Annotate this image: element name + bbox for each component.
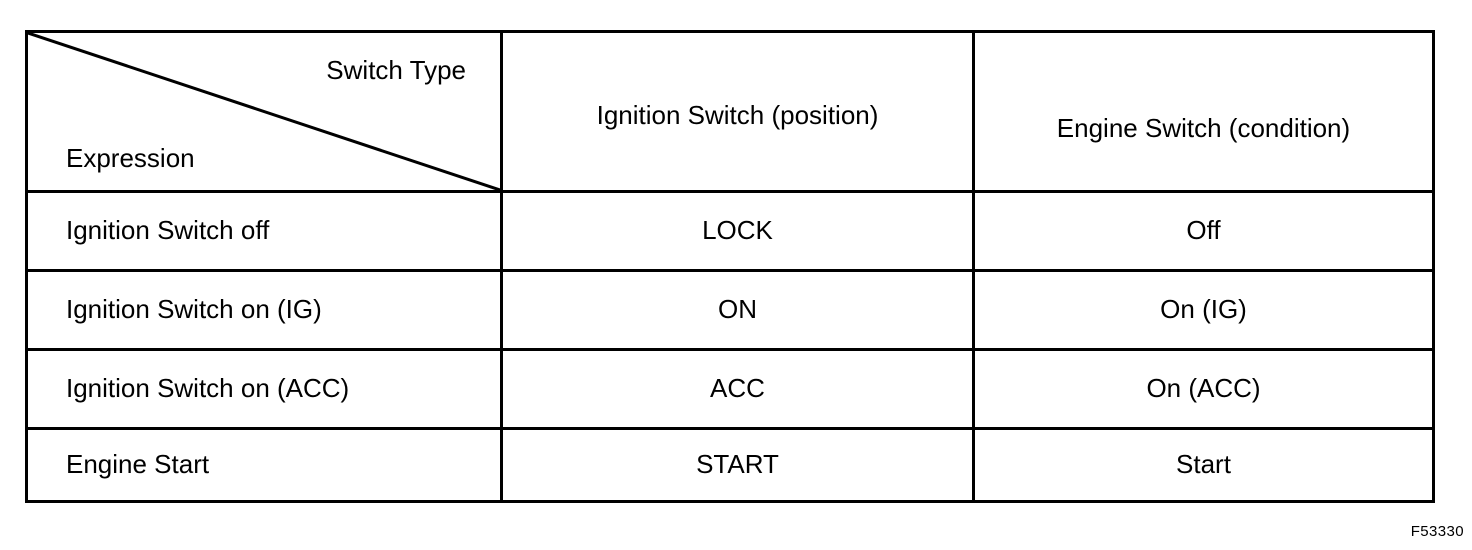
column-divider-1: [500, 33, 503, 500]
figure-reference-code: F53330: [1410, 523, 1464, 540]
row-divider-2: [28, 348, 1432, 351]
table-row-expression: Ignition Switch on (ACC): [66, 373, 350, 404]
table-row-engine-condition: Start: [1176, 449, 1231, 480]
table-row-ignition-position: ON: [718, 294, 757, 325]
table-row-ignition-position: LOCK: [702, 215, 773, 246]
diagonal-split-line: [28, 33, 500, 190]
column-axis-label: Switch Type: [326, 55, 466, 85]
header-corner-cell: Switch Type Expression: [28, 33, 500, 190]
table-row-ignition-position: ACC: [710, 373, 765, 404]
table-row-engine-condition: On (IG): [1160, 294, 1247, 325]
table-row-expression: Ignition Switch off: [66, 215, 270, 246]
table-row-expression: Ignition Switch on (IG): [66, 294, 322, 325]
table-row-engine-condition: Off: [1186, 215, 1221, 246]
row-divider-3: [28, 427, 1432, 430]
table-row-engine-condition: On (ACC): [1146, 373, 1261, 404]
row-divider-1: [28, 269, 1432, 272]
table-row-ignition-position: START: [696, 449, 779, 480]
header-bottom-rule: [28, 190, 1432, 193]
column-header-ignition-switch-position: Ignition Switch (position): [596, 99, 879, 130]
row-axis-label: Expression: [66, 143, 195, 173]
column-divider-2: [972, 33, 975, 500]
table-row-expression: Engine Start: [66, 449, 210, 480]
column-header-engine-switch-condition: Engine Switch (condition): [1056, 113, 1351, 144]
switch-type-expression-table: Switch Type Expression Ignition Switch (…: [25, 30, 1435, 503]
